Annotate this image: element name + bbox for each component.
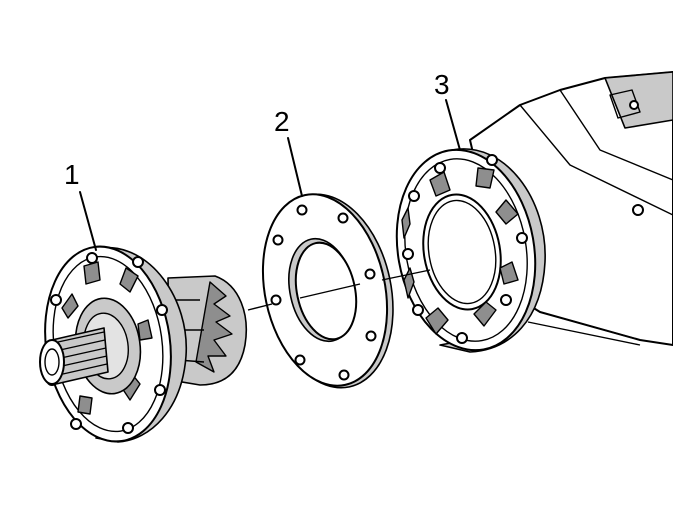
shaft-flange-hole bbox=[156, 304, 168, 316]
shaft-flange-hole bbox=[86, 252, 98, 264]
shaft-end-inner bbox=[44, 348, 60, 376]
flange-bolt-hole bbox=[456, 332, 468, 344]
housing-bolt bbox=[629, 100, 639, 110]
flange-pocket bbox=[429, 171, 451, 197]
housing-edge bbox=[539, 311, 641, 341]
flange-bolt-hole bbox=[408, 190, 420, 202]
part-1-shaft-assembly bbox=[39, 245, 247, 443]
alignment-axis bbox=[247, 269, 431, 311]
flange-pocket bbox=[401, 207, 411, 239]
flange-pocket bbox=[499, 261, 519, 285]
housing-edge bbox=[559, 89, 673, 181]
housing-edge bbox=[527, 321, 641, 346]
flange-bolt-hole bbox=[500, 294, 512, 306]
gear-teeth bbox=[195, 281, 233, 373]
flange-pocket bbox=[473, 301, 497, 327]
shaft-flange-hole bbox=[132, 256, 144, 268]
flange-bolt-hole bbox=[412, 304, 424, 316]
leader-2 bbox=[287, 137, 303, 197]
housing-edge bbox=[519, 104, 673, 216]
gasket-hole bbox=[270, 294, 282, 306]
leader-1 bbox=[79, 191, 97, 251]
gasket-hole bbox=[272, 234, 284, 246]
part-3-housing bbox=[395, 71, 673, 353]
callout-2: 2 bbox=[274, 106, 290, 137]
shaft-flange-hole bbox=[122, 422, 134, 434]
housing-window bbox=[609, 89, 641, 119]
callout-1: 1 bbox=[64, 159, 80, 190]
callout-3: 3 bbox=[434, 69, 450, 100]
gasket-hole bbox=[338, 369, 350, 381]
shaft-flange-pocket bbox=[61, 293, 79, 319]
shaft-flange-hole bbox=[70, 418, 82, 430]
flange-pocket bbox=[495, 199, 519, 225]
leader-3 bbox=[445, 99, 461, 151]
shaft-flange-hole bbox=[154, 384, 166, 396]
gasket-hole bbox=[296, 204, 308, 216]
shaft-flange-hole bbox=[50, 294, 62, 306]
flange-bolt-hole bbox=[402, 248, 414, 260]
flange-bore-step bbox=[427, 199, 497, 305]
shaft-splines bbox=[57, 331, 108, 375]
flange-pocket bbox=[475, 167, 495, 189]
flange-bore bbox=[422, 193, 502, 311]
gasket-hole bbox=[337, 212, 349, 224]
housing-bolt bbox=[632, 204, 644, 216]
shaft-flange-pocket bbox=[77, 395, 93, 415]
flange-bolt-hole bbox=[486, 154, 498, 166]
shaft-flange-pocket bbox=[83, 261, 101, 285]
gasket-hole bbox=[365, 330, 377, 342]
part-2-gasket bbox=[261, 193, 394, 389]
flange-pocket bbox=[425, 307, 449, 335]
shaft-flange-pocket bbox=[119, 267, 139, 293]
shaft-end bbox=[39, 339, 65, 385]
gasket-hole bbox=[294, 354, 306, 366]
housing-face bbox=[604, 71, 673, 129]
flange-bolt-hole bbox=[516, 232, 528, 244]
flange-bolt-hole bbox=[434, 162, 446, 174]
gasket-hole bbox=[364, 268, 376, 280]
